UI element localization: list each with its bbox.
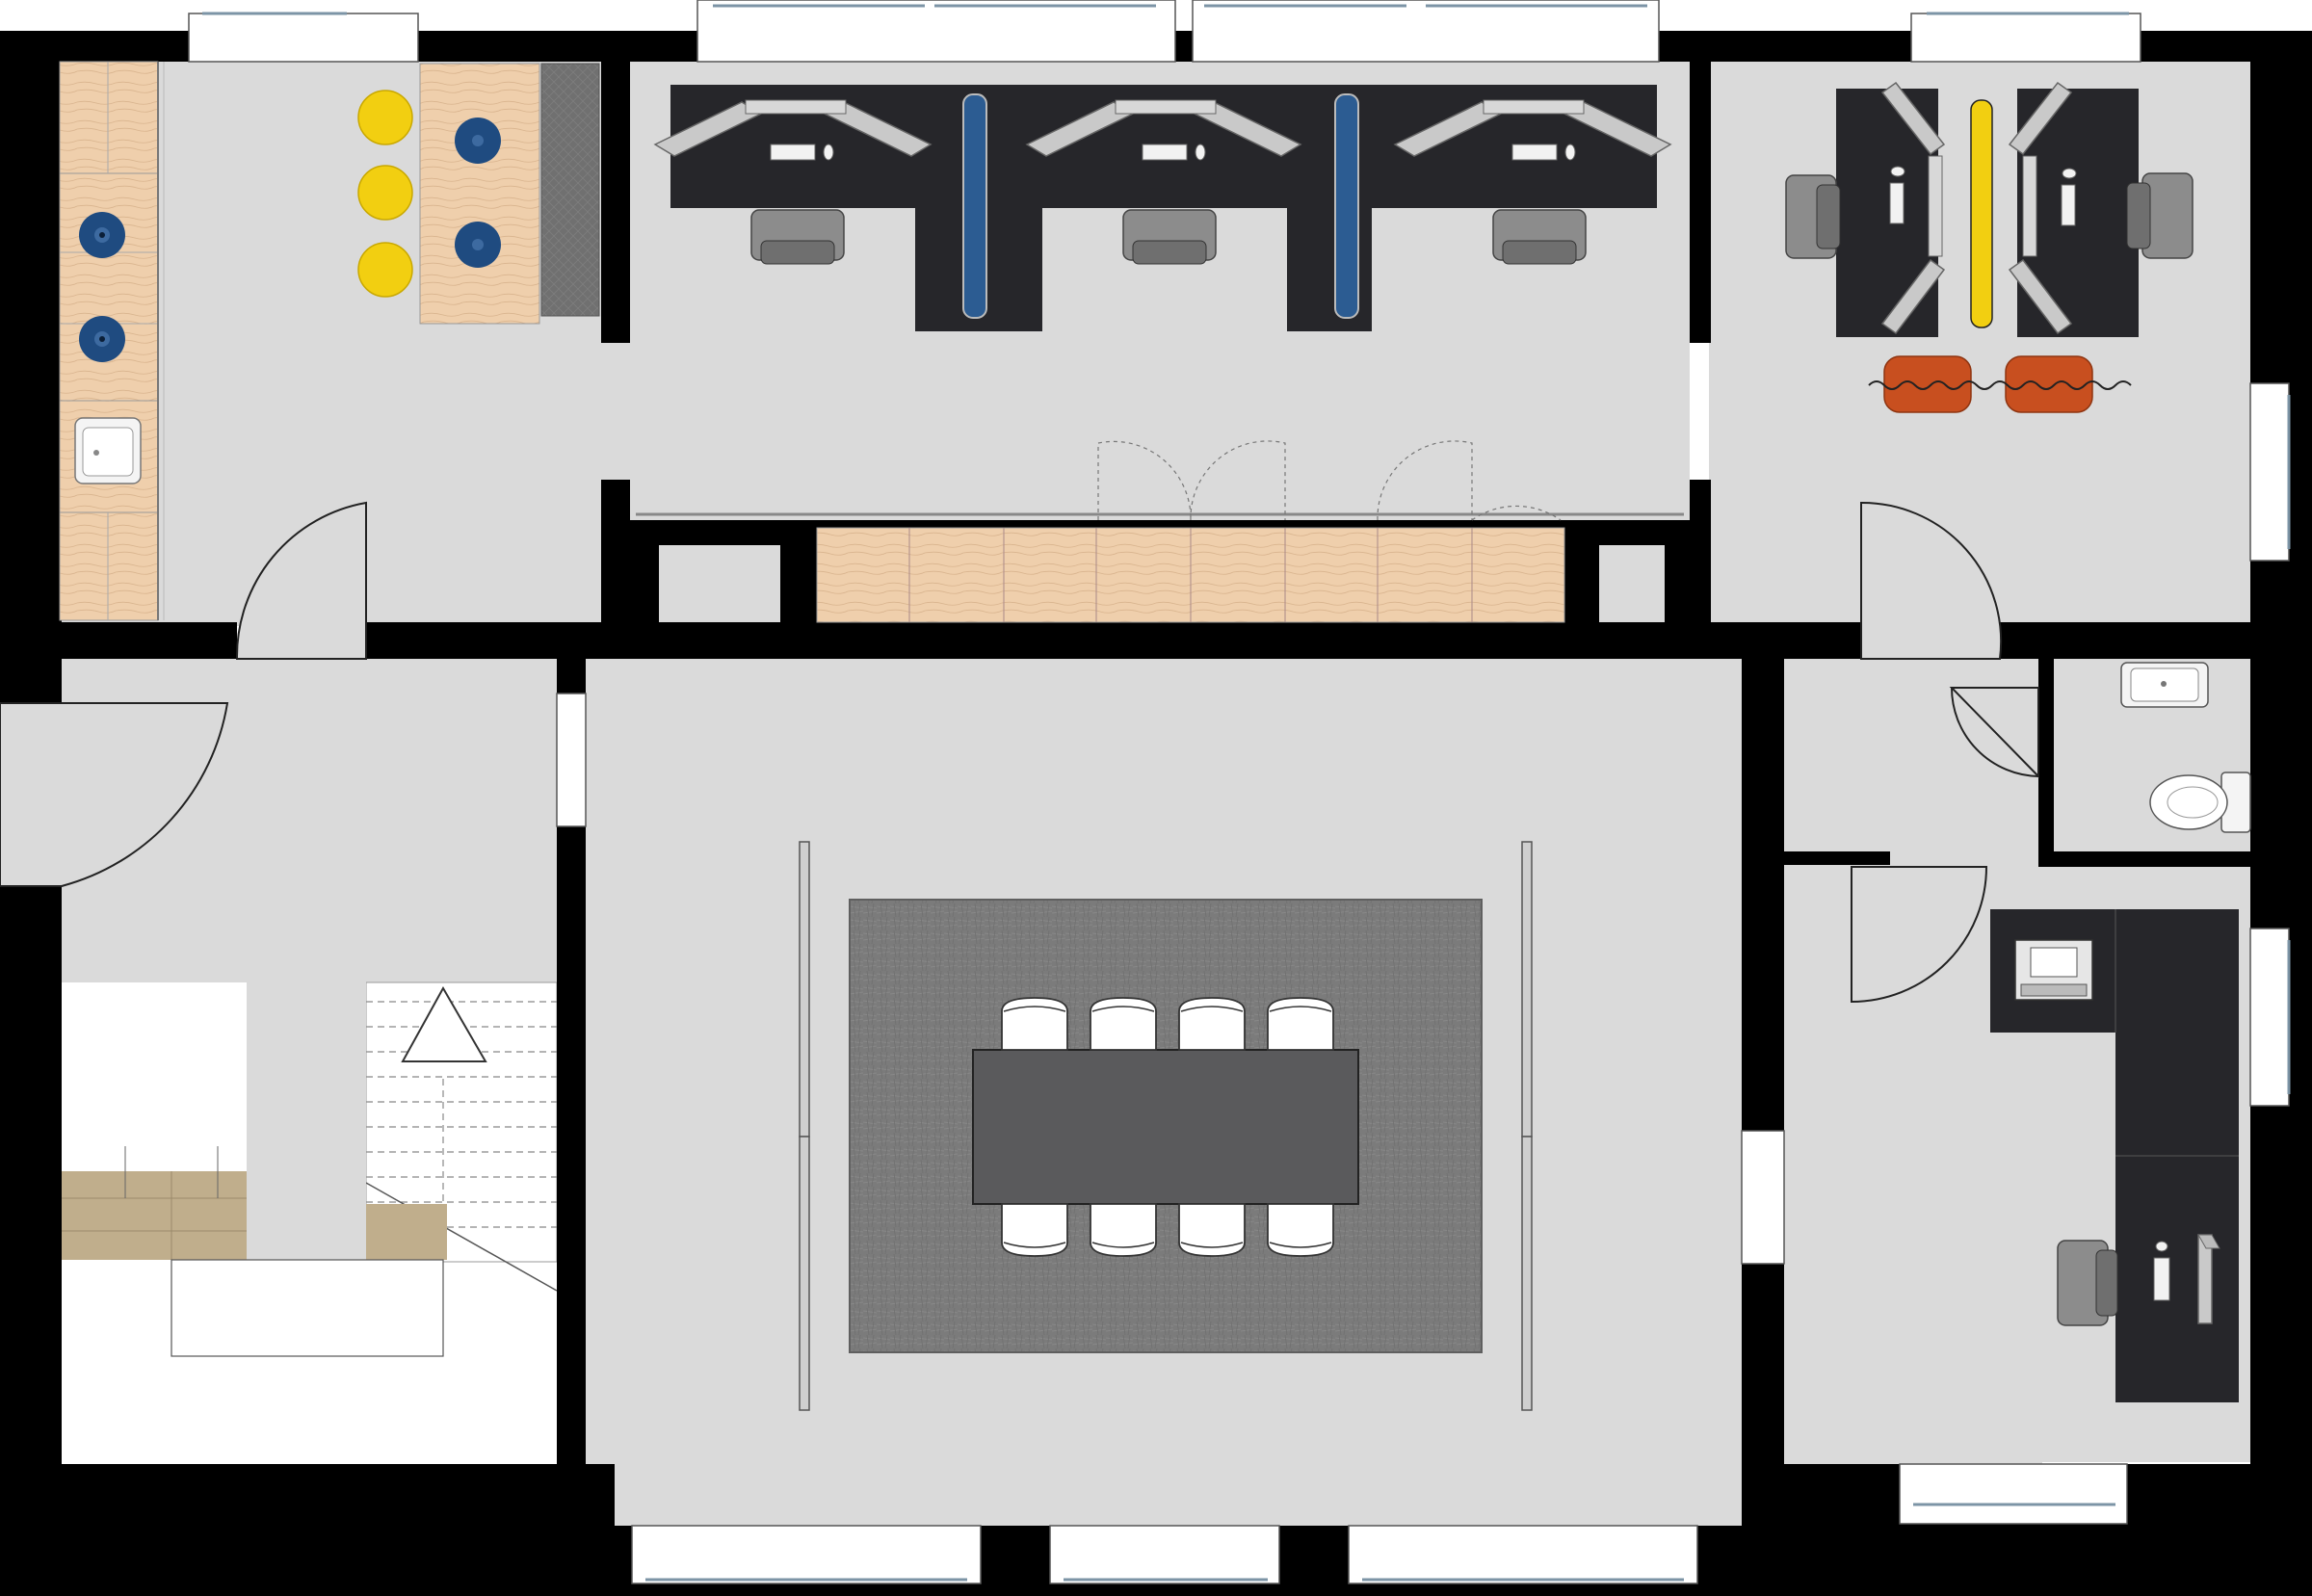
- chair-icon: [1090, 1203, 1157, 1257]
- wall-panels: [799, 841, 1533, 1411]
- pouf-icon: [2005, 355, 2093, 413]
- workstation-2: [1025, 99, 1302, 265]
- privacy-panel: [962, 93, 987, 319]
- window-icon: [1741, 1130, 1785, 1265]
- storage-cabinets: [636, 512, 1684, 623]
- privacy-panel: [1334, 93, 1359, 319]
- keyboard-icon: [1142, 144, 1188, 161]
- mouse-icon: [1195, 144, 1206, 161]
- mouse-icon: [1564, 144, 1576, 161]
- stair-arrow-icon: [401, 985, 487, 1062]
- mouse-icon: [823, 144, 834, 161]
- window-icon: [631, 1525, 982, 1584]
- corner-workstation-left: [1785, 81, 1946, 335]
- corner-workstation-right: [2008, 81, 2194, 335]
- office-chair-icon: [2057, 1240, 2118, 1326]
- chair-icon: [1001, 997, 1068, 1051]
- chair-icon: [1178, 997, 1246, 1051]
- window-icon: [556, 693, 587, 827]
- window-sills: [202, 4, 2291, 1582]
- conference-chair-backs: [1003, 1006, 1332, 1248]
- door-swing-icon: [0, 702, 229, 887]
- conference-chairs: [1001, 997, 1334, 1257]
- window-icon: [1192, 0, 1660, 63]
- chair-icon: [1267, 997, 1334, 1051]
- monitor-icon: [1880, 258, 1946, 335]
- workstation-1: [653, 99, 933, 265]
- lounge-poufs: [1868, 355, 2132, 413]
- door-swing-icon: [1851, 866, 1988, 1004]
- window-icon: [1910, 13, 2141, 63]
- restroom-fixtures: [2120, 662, 2251, 833]
- dining-table: [419, 63, 600, 325]
- workstation-3: [1393, 99, 1672, 265]
- stair-wood-steps: [60, 1146, 447, 1260]
- toilet-icon: [2149, 772, 2251, 833]
- monitor-icon: [2008, 258, 2073, 335]
- chair-icon: [1178, 1203, 1246, 1257]
- pouf-icon: [1883, 355, 1972, 413]
- keyboard-icon: [2153, 1257, 2170, 1301]
- privacy-panel: [1970, 99, 1993, 328]
- corner-office-desks: [1836, 89, 2139, 337]
- windows: [188, 0, 2290, 1584]
- mouse-icon: [2155, 1241, 2168, 1252]
- window-icon: [2249, 928, 2290, 1107]
- keyboard-icon: [1511, 144, 1558, 161]
- stair-core: [247, 867, 366, 1281]
- window-icon: [188, 13, 419, 63]
- stool-icon: [455, 118, 501, 268]
- chair-icon: [1001, 1203, 1068, 1257]
- bench-cushion: [540, 63, 600, 317]
- doors: [0, 501, 2039, 1004]
- stair-void: [171, 1259, 444, 1357]
- monitor-icon: [2008, 81, 2073, 156]
- stairs: [60, 867, 558, 1462]
- stool-icon: [357, 90, 413, 298]
- door-swing-icon: [235, 501, 367, 660]
- keyboard-icon: [770, 144, 816, 161]
- door-swing-icon: [1860, 501, 2003, 660]
- cable-line: [1868, 380, 2132, 390]
- window-icon: [1049, 1525, 1280, 1584]
- conference-table: [972, 1049, 1359, 1205]
- mouse-icon: [2062, 168, 2077, 179]
- cabinet-door-swings: [1097, 440, 1562, 521]
- manager-workstation: [2057, 1234, 2220, 1326]
- window-icon: [1348, 1525, 1698, 1584]
- keyboard-icon: [1889, 182, 1905, 224]
- office-chair-icon: [2126, 172, 2194, 259]
- window-icon: [1899, 1463, 2128, 1525]
- office-chair-icon: [1492, 209, 1587, 265]
- window-icon: [2249, 382, 2290, 562]
- chair-icon: [1267, 1203, 1334, 1257]
- office-chair-icon: [1785, 174, 1841, 259]
- monitor-icon: [1880, 81, 1946, 156]
- keyboard-icon: [2061, 184, 2076, 226]
- sink-icon: [2120, 662, 2209, 708]
- office-chair-icon: [1122, 209, 1217, 265]
- sink-icon: [74, 417, 142, 484]
- manager-desk: [1990, 909, 2239, 1402]
- window-icon: [696, 0, 1176, 63]
- printer-icon: [2014, 939, 2093, 1001]
- office-chair-icon: [750, 209, 845, 265]
- mouse-icon: [1890, 166, 1905, 177]
- chair-icon: [1090, 997, 1157, 1051]
- stair-cut-line: [365, 1182, 558, 1292]
- cooktop: [79, 212, 125, 362]
